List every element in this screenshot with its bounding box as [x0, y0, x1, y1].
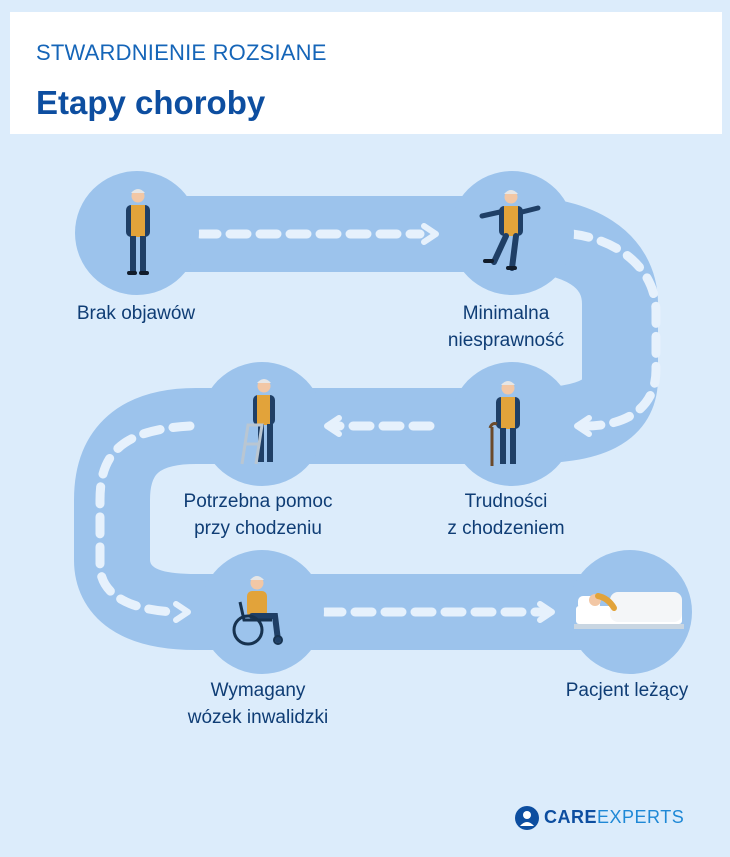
- stage-label-line: niesprawność: [447, 330, 565, 351]
- person-with-walker-icon: [240, 379, 275, 465]
- stage-label-potrzebna-pomoc: Potrzebna pomoc przy chodzeniu: [148, 488, 368, 542]
- stage-label-line: przy chodzeniu: [194, 518, 322, 539]
- arrow-left-icon: [324, 415, 342, 437]
- person-in-bed-icon: [574, 592, 684, 629]
- stage-label-minimalna-niesprawnosc: Minimalna niesprawność: [396, 300, 616, 354]
- person-in-wheelchair-icon: [232, 576, 283, 646]
- stage-label-trudnosci-z-chodzeniem: Trudności z chodzeniem: [396, 488, 616, 542]
- stage-label-line: Brak objawów: [76, 303, 196, 324]
- arrow-right-icon: [173, 601, 191, 623]
- arrow-right-icon: [421, 223, 439, 245]
- stage-label-brak-objawow: Brak objawów: [26, 300, 246, 327]
- stage-label-line: Wymagany: [210, 680, 306, 701]
- stage-label-line: z chodzeniem: [447, 518, 565, 539]
- page-title: Etapy choroby: [36, 84, 266, 121]
- arrow-right-icon: [537, 601, 555, 623]
- stage-label-line: Potrzebna pomoc: [183, 491, 333, 512]
- careexperts-logo-icon: [515, 806, 539, 830]
- page-subtitle: STWARDNIENIE ROZSIANE: [36, 40, 327, 65]
- standing-person-icon: [126, 189, 150, 275]
- person-with-cane-icon: [488, 381, 520, 466]
- arrow-left-icon: [574, 415, 592, 437]
- brand-experts: EXPERTS: [597, 807, 685, 827]
- brand-logo: CAREEXPERTS: [514, 803, 704, 833]
- stumbling-person-icon: [479, 190, 541, 271]
- road-dashes: [95, 229, 661, 617]
- stage-label-line: Pacjent leżący: [565, 680, 689, 701]
- stage-label-line: Minimalna: [462, 303, 550, 324]
- stage-label-line: Trudności: [464, 491, 548, 512]
- stage-label-pacjent-lezacy: Pacjent leżący: [517, 677, 730, 704]
- header: STWARDNIENIE ROZSIANE Etapy choroby: [10, 12, 722, 134]
- brand-care: CARE: [544, 807, 598, 827]
- stage-label-wymagany-wozek: Wymagany wózek inwalidzki: [148, 677, 368, 731]
- stage-label-line: wózek inwalidzki: [187, 707, 329, 728]
- brand-name: CAREEXPERTS: [544, 807, 684, 828]
